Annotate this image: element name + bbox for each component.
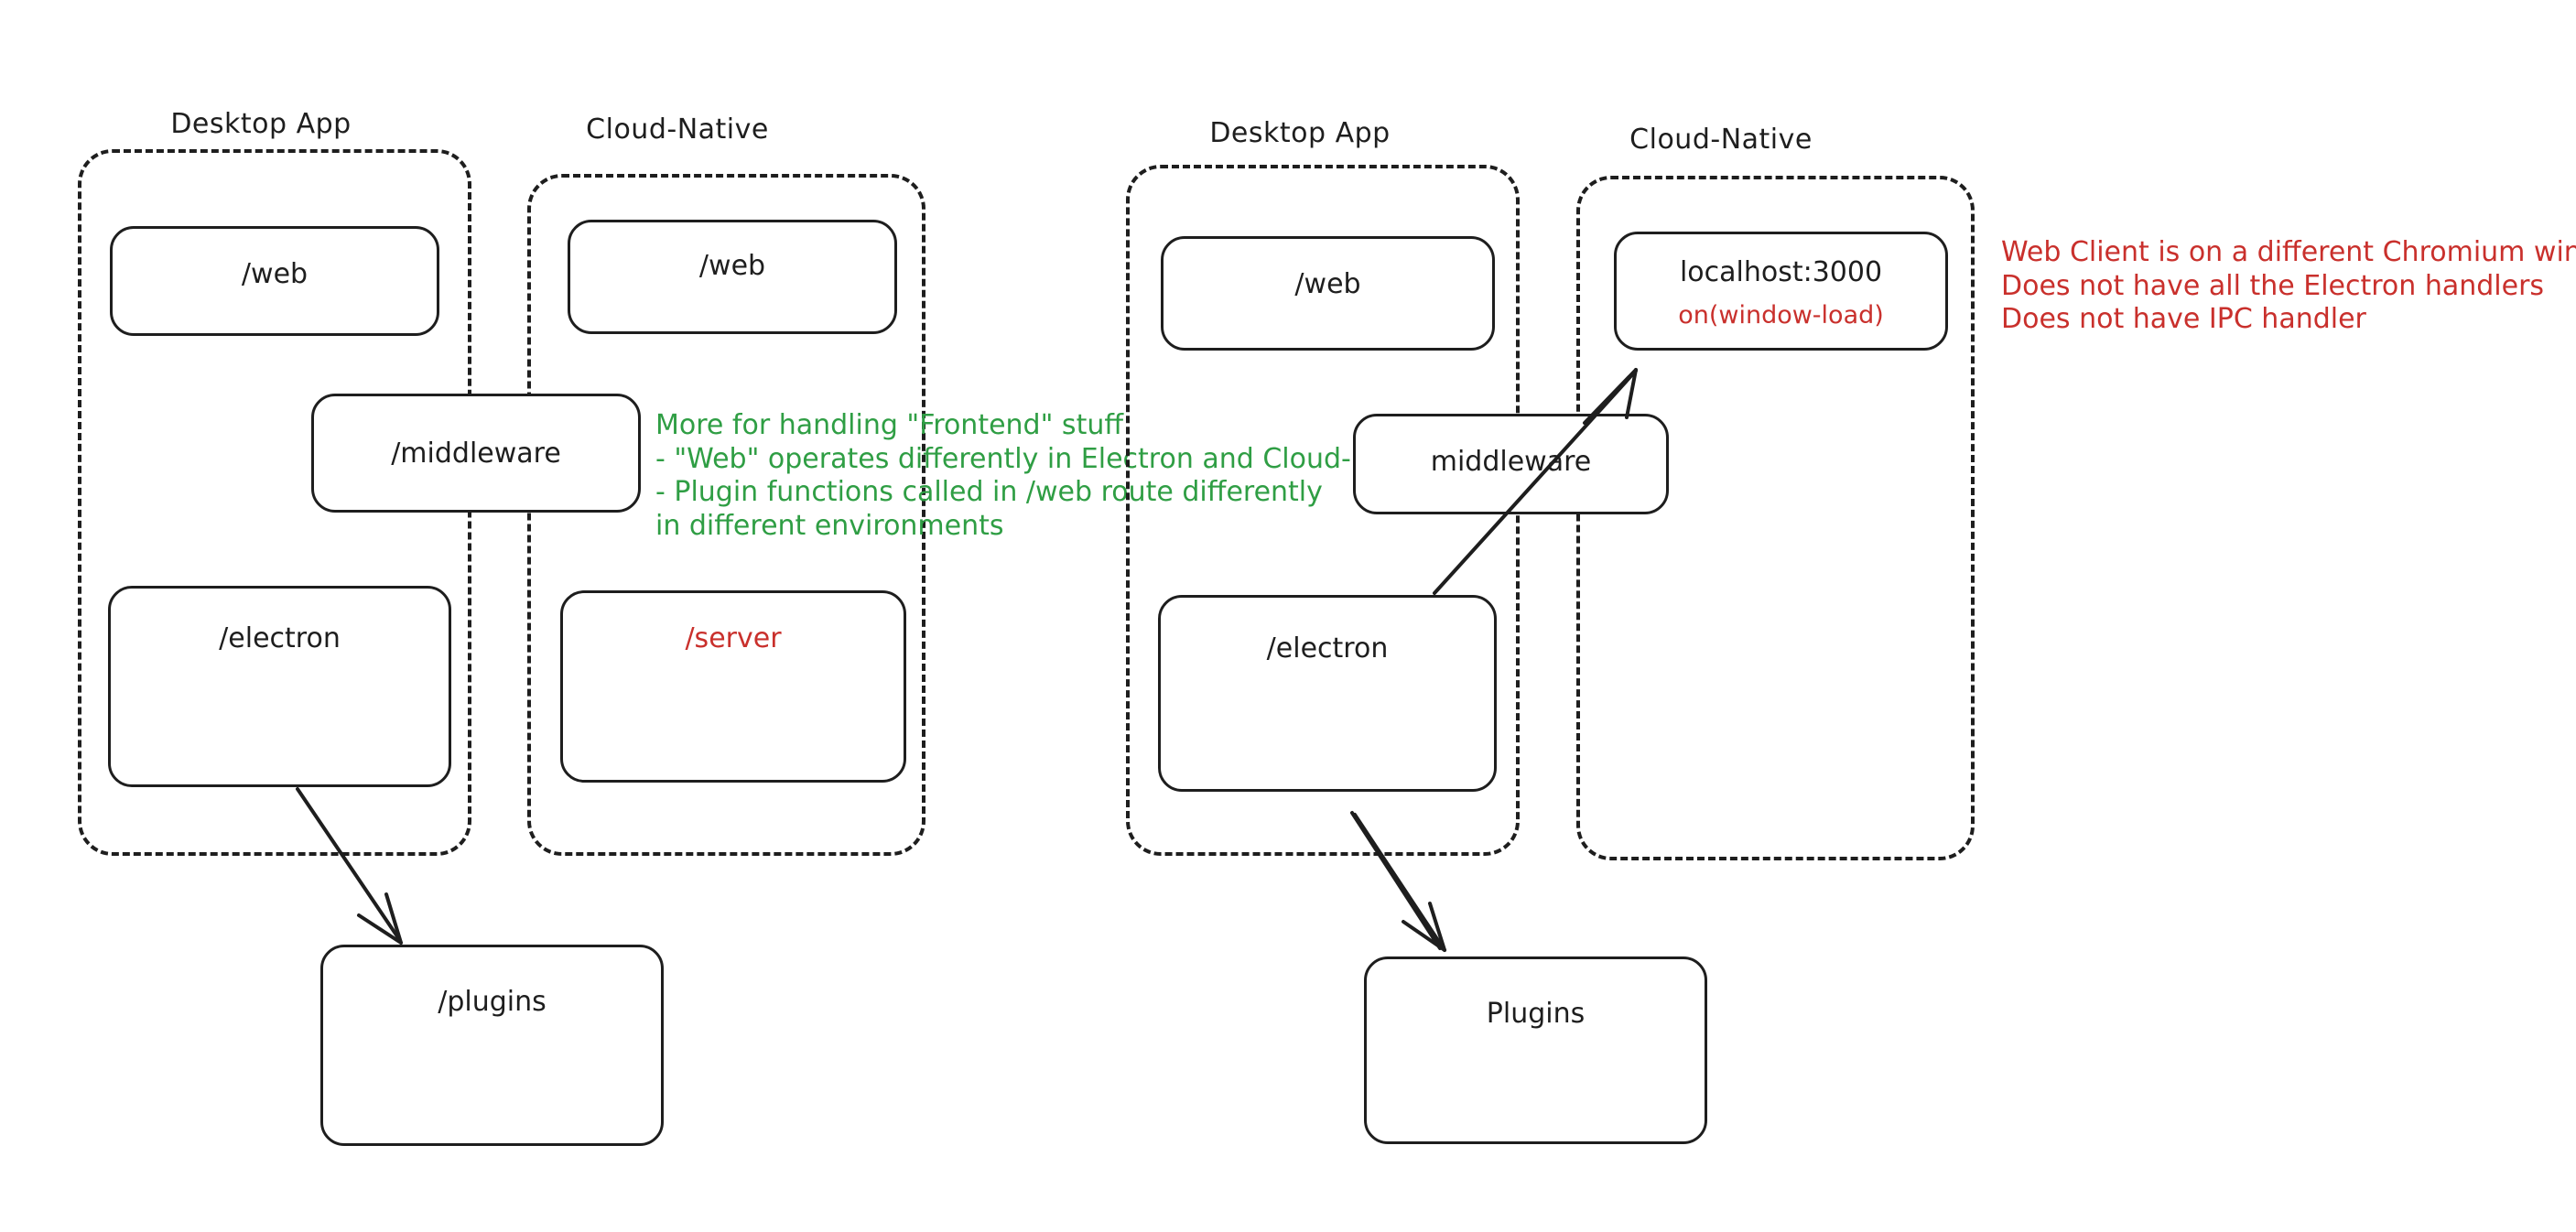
- node-left-desktop-web[interactable]: /web: [110, 226, 439, 336]
- node-left-middleware-label: /middleware: [391, 438, 561, 470]
- node-right-plugins-label: Plugins: [1486, 998, 1586, 1030]
- node-left-electron-label: /electron: [219, 622, 341, 654]
- group-left-cloud: [527, 174, 925, 856]
- node-right-localhost-label: localhost:3000: [1679, 256, 1883, 288]
- node-right-electron-label: /electron: [1266, 632, 1389, 665]
- node-left-electron[interactable]: /electron: [108, 586, 451, 787]
- node-right-middleware[interactable]: middleware: [1353, 414, 1669, 514]
- node-right-electron[interactable]: /electron: [1158, 595, 1497, 792]
- node-left-cloud-web[interactable]: /web: [568, 220, 897, 334]
- group-label-right-desktop: Desktop App: [1209, 117, 1391, 149]
- node-right-localhost-sublabel: on(window-load): [1678, 301, 1884, 330]
- node-right-desktop-web-label: /web: [1294, 268, 1361, 300]
- node-left-server-label: /server: [685, 622, 782, 654]
- node-left-plugins[interactable]: /plugins: [320, 945, 664, 1146]
- group-label-left-desktop: Desktop App: [170, 108, 352, 140]
- node-right-desktop-web[interactable]: /web: [1161, 236, 1495, 351]
- node-right-localhost[interactable]: localhost:3000 on(window-load): [1614, 232, 1948, 351]
- node-left-desktop-web-label: /web: [241, 258, 308, 290]
- group-label-right-cloud: Cloud-Native: [1629, 124, 1813, 156]
- node-left-server[interactable]: /server: [560, 590, 906, 783]
- node-left-plugins-label: /plugins: [438, 986, 547, 1018]
- node-right-plugins[interactable]: Plugins: [1364, 956, 1707, 1144]
- group-label-left-cloud: Cloud-Native: [586, 113, 769, 146]
- node-left-cloud-web-label: /web: [698, 250, 766, 282]
- node-left-middleware[interactable]: /middleware: [311, 394, 641, 513]
- annotation-red-note: Web Client is on a different Chromium wi…: [2001, 236, 2576, 336]
- node-right-middleware-label: middleware: [1430, 446, 1592, 478]
